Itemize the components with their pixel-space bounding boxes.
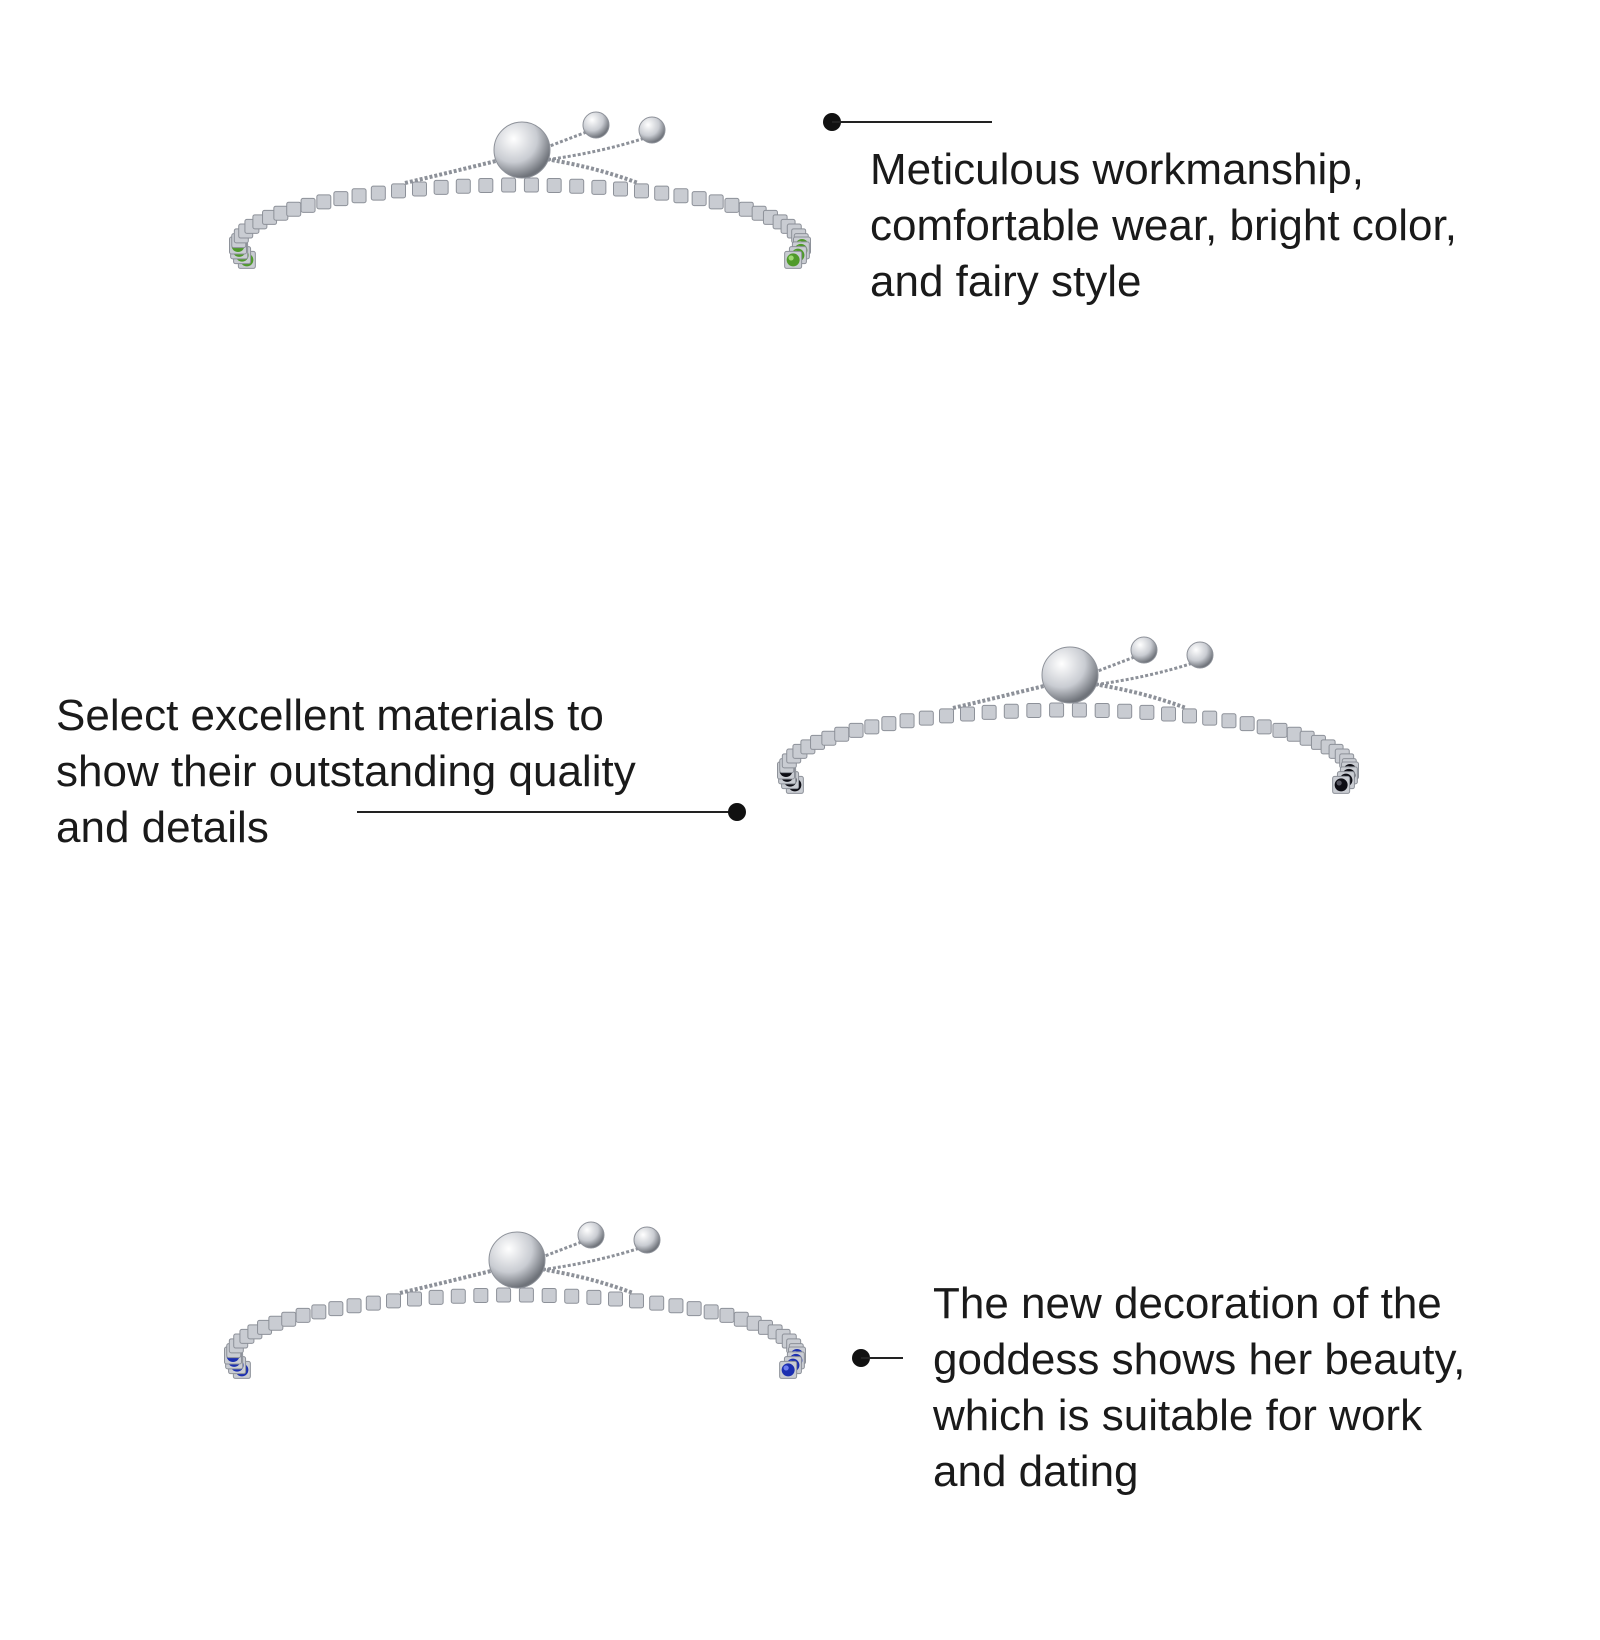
halo-circle-2 xyxy=(758,520,1390,1092)
feature-1-line-2: comfortable wear, bright color, xyxy=(870,201,1457,250)
feature-1-text: Meticulous workmanship, comfortable wear… xyxy=(870,142,1457,310)
feature-1-line-3: and fairy style xyxy=(870,257,1142,306)
feature-2-line-3: and details xyxy=(56,803,269,852)
callout-1-line xyxy=(832,121,992,123)
halo-circle-1 xyxy=(212,0,842,565)
halo-circle-3 xyxy=(212,1080,842,1640)
black-bracelet-image xyxy=(777,636,1359,794)
blue-bracelet-image xyxy=(224,1221,806,1379)
feature-3-line-2: goddess shows her beauty, xyxy=(933,1335,1466,1384)
feature-3-line-3: which is suitable for work xyxy=(933,1391,1423,1440)
feature-2-text: Select excellent materials to show their… xyxy=(56,688,636,856)
feature-3-line-4: and dating xyxy=(933,1447,1139,1496)
callout-3-line xyxy=(861,1357,903,1359)
feature-1-line-1: Meticulous workmanship, xyxy=(870,145,1364,194)
feature-3-line-1: The new decoration of the xyxy=(933,1279,1442,1328)
callout-2-dot xyxy=(728,803,746,821)
green-bracelet-image xyxy=(229,111,811,269)
feature-2-line-1: Select excellent materials to xyxy=(56,691,604,740)
feature-3-text: The new decoration of the goddess shows … xyxy=(933,1276,1465,1500)
callout-2-line xyxy=(357,811,737,813)
feature-2-line-2: show their outstanding quality xyxy=(56,747,636,796)
